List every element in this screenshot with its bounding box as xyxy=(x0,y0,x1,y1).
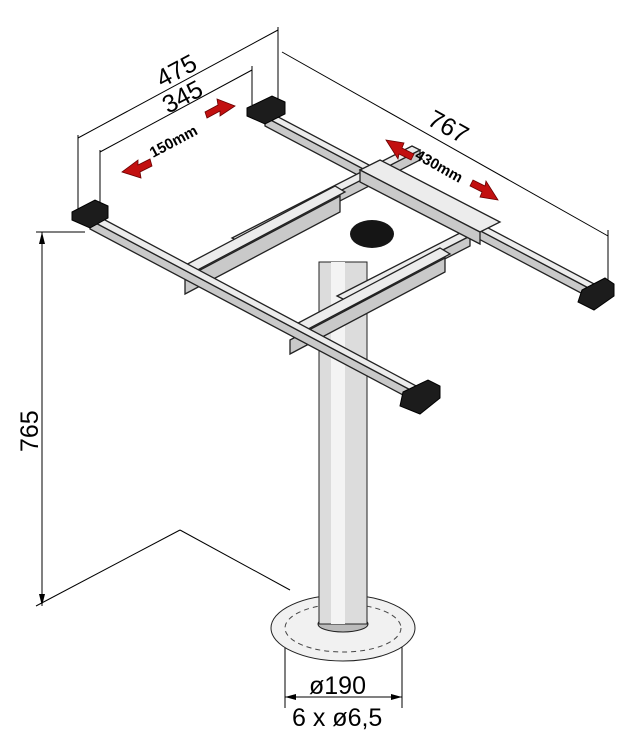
adjustment-arrows xyxy=(121,98,499,201)
foot-right xyxy=(577,277,615,311)
mounting-head xyxy=(350,220,394,248)
dim-base-diameter: ø190 xyxy=(309,672,366,700)
dimension-lines xyxy=(35,27,609,708)
arrow-right-430 xyxy=(469,179,499,201)
arrow-left-150 xyxy=(121,158,153,179)
dim-height: 765 xyxy=(16,410,44,452)
arrow-right-150 xyxy=(204,98,236,119)
dim-depth: 767 xyxy=(423,105,473,150)
arrow-left-430 xyxy=(385,139,415,161)
label-left-travel: 150mm xyxy=(147,122,201,161)
frame xyxy=(89,108,599,406)
dim-base-holes: 6 x ø6,5 xyxy=(292,704,382,732)
foot-left xyxy=(71,199,109,229)
foot-back xyxy=(246,95,286,125)
feet xyxy=(71,95,615,415)
foot-front xyxy=(399,379,441,415)
